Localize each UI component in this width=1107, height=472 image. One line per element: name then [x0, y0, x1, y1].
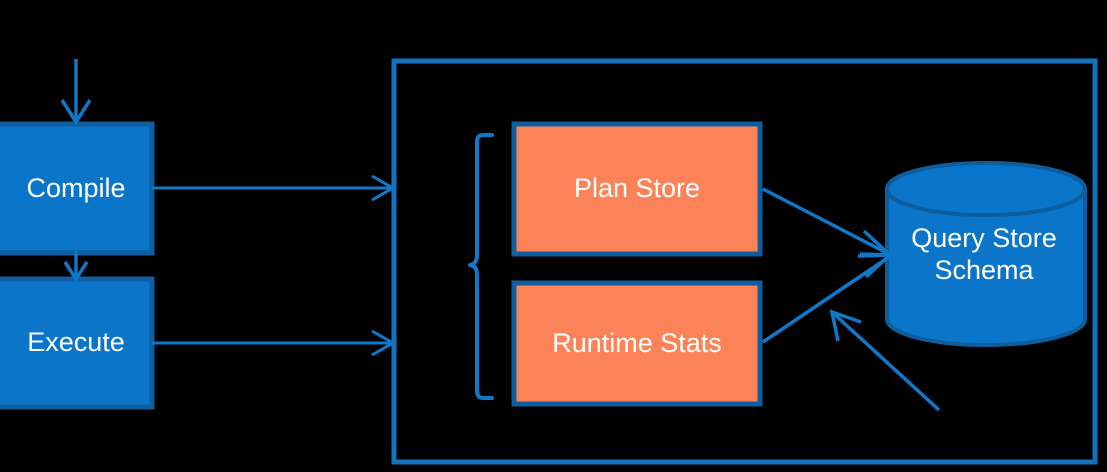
execute-to-container-arrow: [152, 329, 397, 357]
query-store-schema-cylinder[interactable]: [885, 161, 1087, 347]
input-to-compile-arrow: [60, 59, 92, 126]
query-store-container: [391, 58, 1098, 465]
compile-to-container-arrow: [152, 174, 397, 202]
runtime-stats-box[interactable]: [511, 280, 763, 407]
plan-store-box[interactable]: [511, 121, 763, 257]
grouping-brace-icon: [468, 133, 494, 400]
external-to-schema-arrow: [829, 309, 941, 412]
plan-store-to-schema-arrow: [762, 187, 895, 258]
compile-to-execute-arrow: [63, 251, 89, 283]
compile-box[interactable]: [0, 121, 155, 256]
execute-box[interactable]: [0, 276, 155, 410]
runtime-stats-to-schema-arrow: [762, 252, 895, 344]
